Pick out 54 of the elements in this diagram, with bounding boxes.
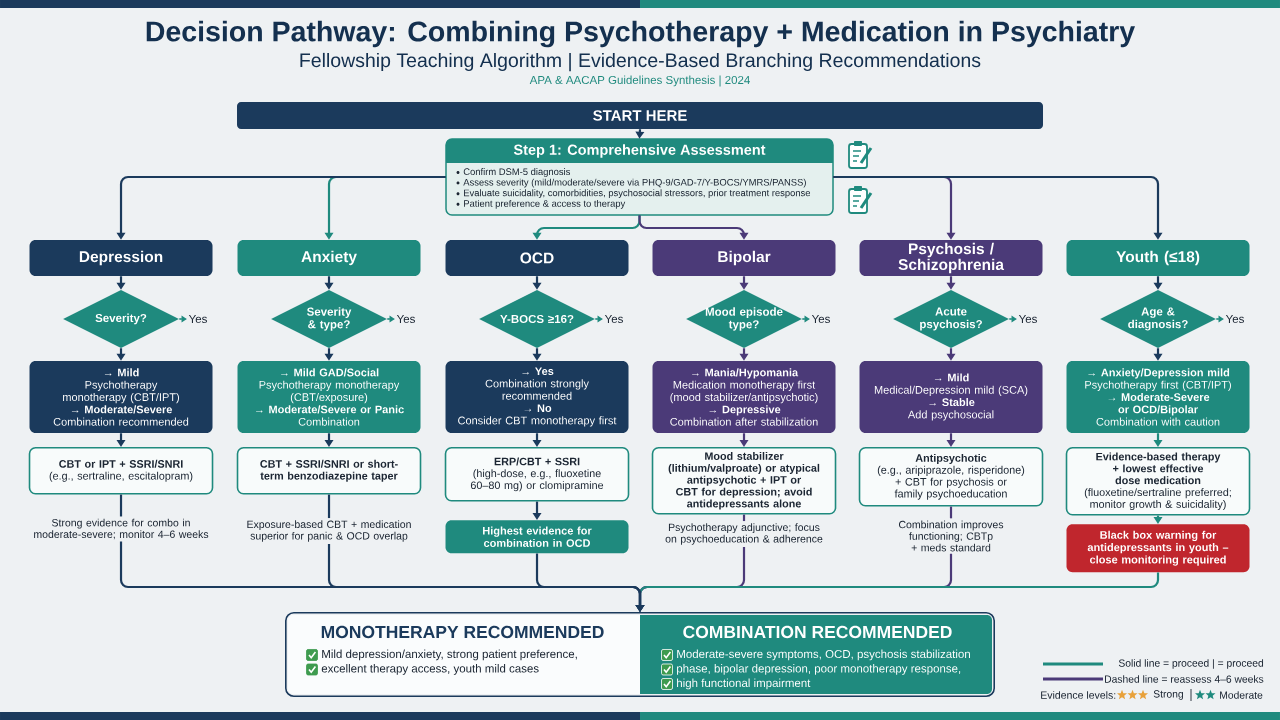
- connector-line: [742, 514, 746, 522]
- warning-box: Black box warning for antidepressants in youth – close monitoring required: [1066, 524, 1250, 573]
- recommendation-box: → Mild Psychotherapy monotherapy (CBT/IPT) → Moderate/Severe Combination recommended: [29, 361, 213, 433]
- treatment-box: ERP/CBT + SSRI (high-dose, e.g., fluoxetine 60–80 mg) or clomipramine: [444, 447, 630, 502]
- recommendation-box: → Mania/Hypomania Medication monotherapy first (mood stabilizer/antipsychotic) → Depressive Combination after stabilization: [652, 361, 836, 433]
- treatment-box: Evidence-based therapy + lowest effective dose medication (fluoxetine/sertraline preferred; monitor growth & suicidality): [1065, 447, 1251, 516]
- recommendation-box: → Mild Medical/Depression mild (SCA) → Stable Add psychosocial: [859, 361, 1043, 433]
- note-text: Combination improves functioning; CBTp + meds standard: [899, 520, 1004, 552]
- connector-line: [327, 494, 331, 519]
- category-header: Depression: [29, 240, 213, 276]
- branch-label: Yes: [1225, 315, 1244, 323]
- note-text: Psychotherapy adjunctive; focus on psychoeducation & adherence: [665, 523, 823, 545]
- subtitle: Fellowship Teaching Algorithm | Evidence-Based Branching Recommendations: [300, 52, 981, 72]
- legend-text: Dashed line = reassess 4–6 weeks: [1105, 675, 1264, 683]
- category-header: OCD: [445, 240, 629, 276]
- legend-text: Solid line = proceed | = proceed: [1118, 659, 1264, 669]
- list-item: Confirm DSM-5 diagnosis: [463, 168, 570, 177]
- recommendation-box: → Anxiety/Depression mild Psychotherapy first (CBT/IPT) → Moderate-Severe or OCD/Bipolar Combination with caution: [1066, 361, 1250, 433]
- legend-text: Moderate: [1220, 691, 1263, 699]
- list-item: excellent therapy access, youth mild cases: [321, 664, 539, 675]
- summary-box: [285, 612, 995, 697]
- treatment-box: CBT + SSRI/SNRI or short-term benzodiazepine taper: [236, 447, 422, 495]
- note-text: Exposure-based CBT + medication superior for panic & OCD overlap: [247, 520, 411, 542]
- note-text: Strong evidence for combo in moderate-severe; monitor 4–6 weeks: [34, 518, 209, 540]
- list-item: Patient preference & access to therapy: [464, 199, 626, 209]
- title: Decision Pathway: Combining Psychotherapy + Medication in Psychiatry: [146, 20, 1135, 48]
- start-banner: START HERE: [237, 102, 1043, 129]
- legend-text: Strong: [1153, 690, 1183, 700]
- caption-text: Evidence levels:: [1041, 691, 1116, 699]
- treatment-box: Antipsychotic (e.g., aripiprazole, risperidone) + CBT for psychosis or family psychoeducation: [858, 447, 1044, 507]
- list-item: Evaluate suicidality, comorbidities, psychosocial stressors, prior treatment response: [464, 189, 811, 199]
- arrow: [535, 553, 645, 612]
- treatment-box: CBT or IPT + SSRI/SNRI (e.g., sertraline, escitalopram): [28, 447, 214, 495]
- category-header: Psychosis / Schizophrenia: [859, 240, 1043, 276]
- evidence-box: Highest evidence for combination in OCD: [445, 520, 629, 554]
- category-header: Anxiety: [237, 240, 421, 276]
- list-item: Assess severity (mild/moderate/severe via PHQ-9/GAD-7/Y-BOCS/YMRS/PANSS): [463, 178, 806, 188]
- treatment-box: Mood stabilizer (lithium/valproate) or atypical antipsychotic + IPT or CBT for depression; avoid antidepressants alone: [651, 447, 837, 515]
- branch-label: Yes: [188, 315, 207, 323]
- list-item: high functional impairment: [677, 678, 811, 690]
- branch-label: Yes: [604, 315, 623, 323]
- category-header: Bipolar: [652, 240, 836, 276]
- branch-label: Yes: [1018, 315, 1037, 323]
- list-item: phase, bipolar depression, poor monotherapy response,: [677, 664, 961, 675]
- list-item: Mild depression/anxiety, strong patient preference,: [322, 649, 577, 661]
- recommendation-box: → Yes Combination strongly recommended → No Consider CBT monotherapy first: [445, 361, 629, 433]
- branch-label: Yes: [811, 315, 830, 323]
- connector-line: [949, 506, 953, 519]
- list-item: Moderate-severe symptoms, OCD, psychosis stabilization: [677, 649, 970, 661]
- recommendation-box: → Mild GAD/Social Psychotherapy monotherapy (CBT/exposure) → Moderate/Severe or Panic Combination: [237, 361, 421, 433]
- category-header: Youth (≤18): [1066, 240, 1250, 276]
- branch-label: Yes: [396, 315, 415, 323]
- source-line: APA & AACAP Guidelines Synthesis | 2024: [529, 75, 750, 87]
- connector-line: [119, 494, 123, 517]
